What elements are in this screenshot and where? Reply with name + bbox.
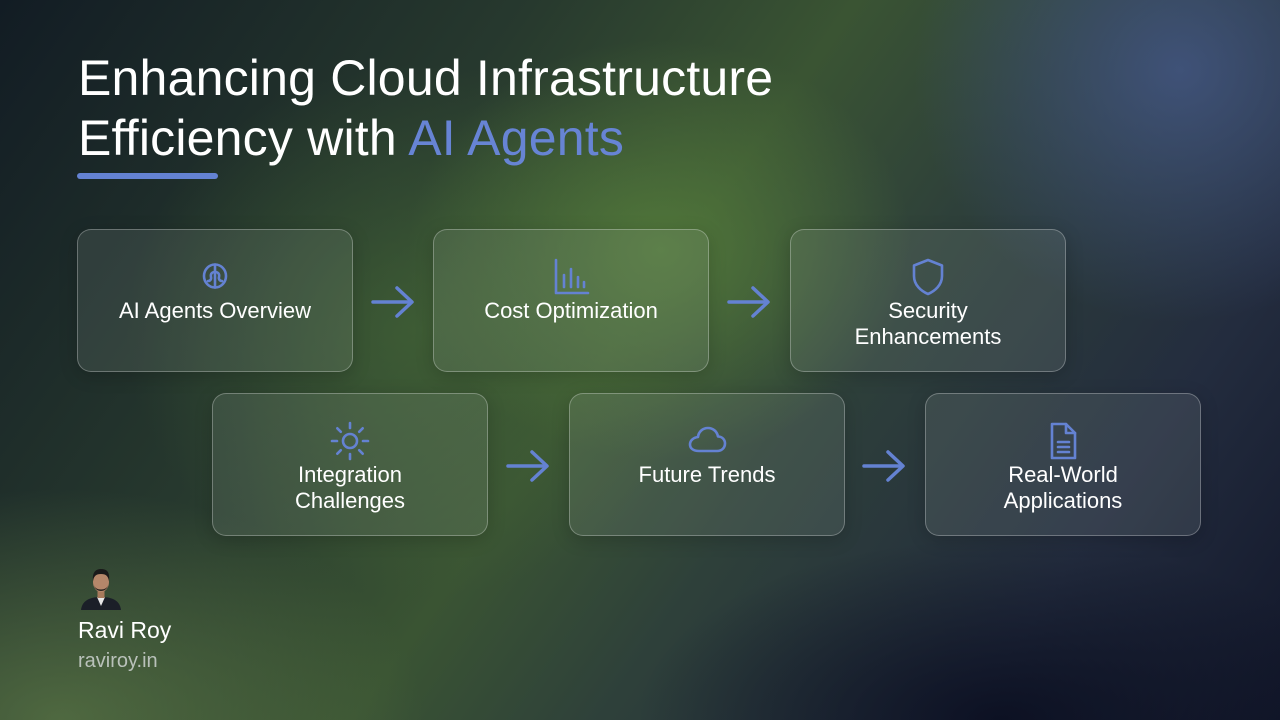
title-underline: [77, 173, 218, 179]
title-line-2-prefix: Efficiency with: [78, 110, 409, 166]
card-ai-agents-overview: AI Agents Overview: [77, 229, 353, 372]
title-line-2: Efficiency with AI Agents: [78, 108, 773, 168]
card-real-world-applications: Real-World Applications: [925, 393, 1201, 536]
card-label: AI Agents Overview: [119, 298, 311, 323]
card-label: Security Enhancements: [854, 298, 1002, 349]
bar-chart-icon: [554, 258, 590, 295]
title-line-1: Enhancing Cloud Infrastructure: [78, 50, 774, 106]
brain-icon: [202, 263, 228, 289]
page-title: Enhancing Cloud Infrastructure Efficienc…: [78, 48, 773, 168]
card-label: Real-World Applications: [1003, 462, 1123, 513]
author-avatar: [81, 569, 121, 610]
card-integration-challenges: Integration Challenges: [212, 393, 488, 536]
card-security-enhancements: Security Enhancements: [790, 229, 1066, 372]
arrow-right-icon: [371, 286, 414, 318]
arrow-right-icon: [862, 450, 905, 482]
card-label: Cost Optimization: [484, 298, 658, 323]
author-name: Ravi Roy: [78, 617, 172, 643]
arrow-right-icon: [506, 450, 549, 482]
card-label: Future Trends: [638, 462, 776, 487]
sun-icon: [330, 421, 370, 461]
card-future-trends: Future Trends: [569, 393, 845, 536]
author-website[interactable]: raviroy.in: [78, 650, 158, 672]
document-icon: [1050, 422, 1077, 460]
arrow-right-icon: [727, 286, 770, 318]
card-label: Integration Challenges: [294, 462, 406, 513]
title-accent: AI Agents: [408, 110, 625, 166]
card-cost-optimization: Cost Optimization: [433, 229, 709, 372]
cloud-icon: [688, 426, 727, 453]
shield-icon: [912, 258, 944, 296]
